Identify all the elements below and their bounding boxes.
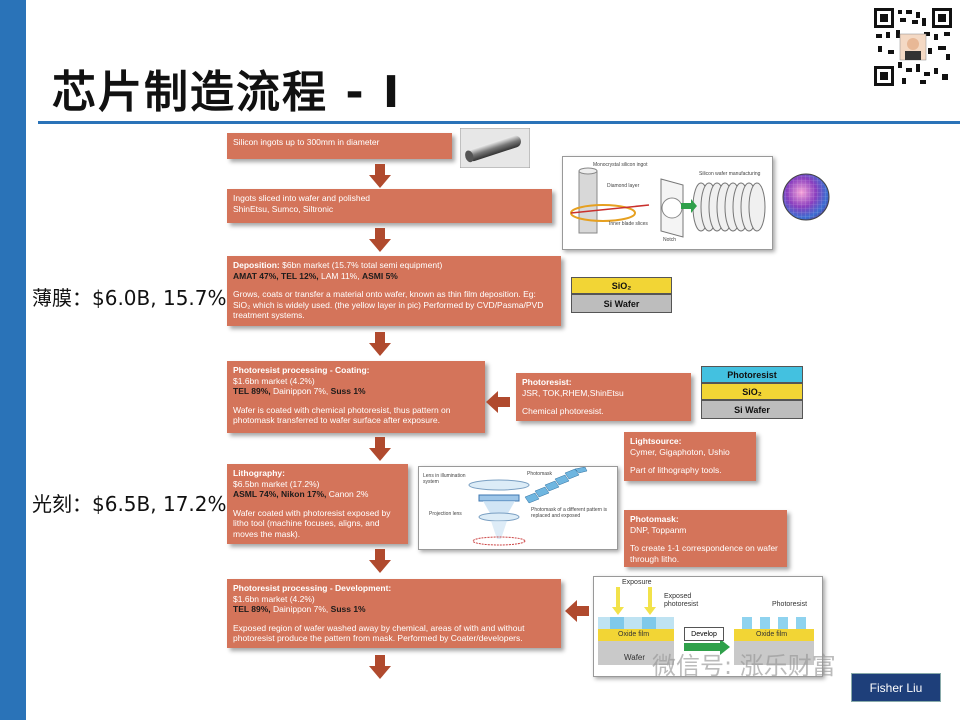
label-exposed-photoresist: Exposed photoresist xyxy=(664,593,708,609)
lightsource-vendors: Cymer, Gigaphoton, Ushio xyxy=(630,447,750,458)
layer-sio2-b: SiO₂ xyxy=(701,383,803,400)
litho-desc: Wafer coated with photoresist exposed by… xyxy=(233,508,402,540)
label-diamond-layer: Diamond layer xyxy=(607,183,639,189)
flow-arrow-6 xyxy=(369,655,391,679)
label-notch: Notch xyxy=(663,237,676,243)
label-oxide-film-1: Oxide film xyxy=(618,631,649,638)
step-slicing: Ingots sliced into wafer and polished Sh… xyxy=(227,189,552,223)
label-lens-illumination: Lens in illumination system xyxy=(423,473,469,485)
photoresist-head: Photoresist: xyxy=(522,377,685,388)
deposition-market: $6bn market (15.7% total semi equipment) xyxy=(280,260,443,270)
left-accent-bar xyxy=(0,0,26,720)
develop-vendors-2: Dainippon 7%, xyxy=(271,604,331,614)
label-photoresist: Photoresist xyxy=(772,601,807,608)
litho-head: Lithography: xyxy=(233,468,402,479)
left-arrow-photoresist xyxy=(486,391,510,413)
label-photomask-different: Photomask of a different pattern is repl… xyxy=(531,507,611,519)
litho-market: $6.5bn market (17.2%) xyxy=(233,479,402,490)
photoresist-desc: Chemical photoresist. xyxy=(522,406,685,417)
develop-vendors-1: TEL 89%, xyxy=(233,604,271,614)
label-wafer: Wafer xyxy=(624,653,645,662)
develop-head: Photoresist processing - Development: xyxy=(233,583,555,594)
coating-market: $1.6bn market (4.2%) xyxy=(233,376,479,387)
patterned-wafer-image xyxy=(781,172,831,222)
label-wafer-manufacturing: Silicon wafer manufacturing xyxy=(699,171,760,177)
layer-photoresist: Photoresist xyxy=(701,366,803,383)
develop-vendors-3: Suss 1% xyxy=(331,604,366,614)
flow-arrow-1 xyxy=(369,164,391,188)
qr-code-icon xyxy=(872,6,954,88)
layer-sio2-a: SiO₂ xyxy=(571,277,672,294)
coating-vendors-3: Suss 1% xyxy=(331,386,366,396)
label-oxide-film-2: Oxide film xyxy=(756,631,787,638)
coating-vendors-2: Dainippon 7%, xyxy=(271,386,331,396)
side-photomask: Photomask: DNP, Toppanm To create 1-1 co… xyxy=(624,510,787,567)
deposition-head: Deposition: xyxy=(233,260,280,270)
title-divider xyxy=(38,121,960,124)
deposition-desc: Grows, coats or transfer a material onto… xyxy=(233,289,555,321)
lightsource-desc: Part of lithography tools. xyxy=(630,465,750,476)
slide-title: 芯片制造流程 - I xyxy=(52,56,401,120)
left-arrow-development xyxy=(565,600,589,622)
deposition-vendors-2: LAM 11%, xyxy=(319,271,362,281)
coating-head: Photoresist processing - Coating: xyxy=(233,365,479,376)
wechat-watermark: 微信号: 涨乐财富 xyxy=(652,646,836,681)
lithography-label: 光刻：$6.5B, 17.2% xyxy=(32,488,227,517)
coating-vendors-1: TEL 89%, xyxy=(233,386,271,396)
label-inner-blade: Inner blade slices xyxy=(609,221,648,227)
silicon-ingot-image xyxy=(460,128,530,168)
litho-vendors-1: ASML 74%, Nikon 17%, xyxy=(233,489,326,499)
deposition-vendors-1: AMAT 47%, TEL 12%, xyxy=(233,271,319,281)
label-exposure: Exposure xyxy=(622,579,652,586)
flow-arrow-3 xyxy=(369,332,391,356)
wafer-manufacturing-diagram: Monocrystal silicon ingot Diamond layer … xyxy=(562,156,773,250)
side-photoresist: Photoresist: JSR, TOK,RHEM,ShinEtsu Chem… xyxy=(516,373,691,421)
label-projection-lens: Projection lens xyxy=(429,511,462,517)
photomask-head: Photomask: xyxy=(630,514,781,525)
coating-desc: Wafer is coated with chemical photoresis… xyxy=(233,405,479,426)
step-ingot: Silicon ingots up to 300mm in diameter xyxy=(227,133,452,159)
label-develop: Develop xyxy=(684,627,724,641)
step-slicing-line1: Ingots sliced into wafer and polished xyxy=(233,193,546,204)
develop-market: $1.6bn market (4.2%) xyxy=(233,594,555,605)
author-badge: Fisher Liu xyxy=(851,673,941,702)
step-deposition: Deposition: $6bn market (15.7% total sem… xyxy=(227,256,561,326)
develop-desc: Exposed region of wafer washed away by c… xyxy=(233,623,555,644)
label-monocrystal: Monocrystal silicon ingot xyxy=(593,162,647,168)
flow-arrow-5 xyxy=(369,549,391,573)
step-slicing-line2: ShinEtsu, Sumco, Siltronic xyxy=(233,204,546,215)
step-coating: Photoresist processing - Coating: $1.6bn… xyxy=(227,361,485,433)
layer-si-wafer-a: Si Wafer xyxy=(571,294,672,313)
step-ingot-text: Silicon ingots up to 300mm in diameter xyxy=(233,137,446,148)
step-development: Photoresist processing - Development: $1… xyxy=(227,579,561,648)
photomask-vendors: DNP, Toppanm xyxy=(630,525,781,536)
flow-arrow-4 xyxy=(369,437,391,461)
label-photomask: Photomask xyxy=(527,471,552,477)
step-lithography: Lithography: $6.5bn market (17.2%) ASML … xyxy=(227,464,408,544)
lithography-diagram: Lens in illumination system Photomask Pr… xyxy=(418,466,618,550)
side-lightsource: Lightsource: Cymer, Gigaphoton, Ushio Pa… xyxy=(624,432,756,481)
lightsource-head: Lightsource: xyxy=(630,436,750,447)
thin-film-label: 薄膜：$6.0B, 15.7% xyxy=(32,282,227,311)
layer-si-wafer-b: Si Wafer xyxy=(701,400,803,419)
flow-arrow-2 xyxy=(369,228,391,252)
photomask-desc: To create 1-1 correspondence on wafer th… xyxy=(630,543,781,564)
deposition-vendors-3: ASMI 5% xyxy=(362,271,398,281)
litho-vendors-2: Canon 2% xyxy=(326,489,368,499)
photoresist-vendors: JSR, TOK,RHEM,ShinEtsu xyxy=(522,388,685,399)
